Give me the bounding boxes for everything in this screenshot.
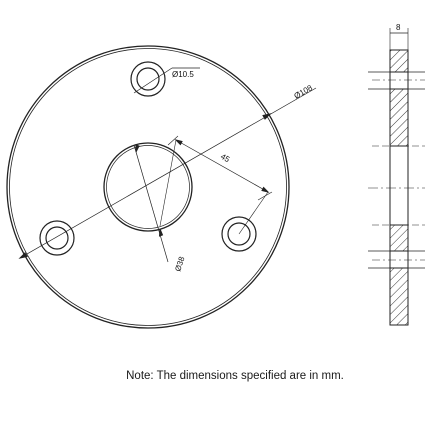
center-bore xyxy=(103,142,193,232)
side-section-top xyxy=(389,49,409,73)
pitch-leader-to-hole xyxy=(238,191,269,235)
bolt-hole-left xyxy=(39,220,75,256)
thickness-label: 8 xyxy=(396,23,401,32)
outer-diameter-line xyxy=(19,87,317,259)
outer-diameter-arrow-a xyxy=(18,252,28,259)
bolt-hole-top-inner xyxy=(136,67,160,91)
center-bore-line xyxy=(133,144,169,263)
pitch-leader-to-center xyxy=(159,139,177,227)
pitch-radius-label: 45 xyxy=(219,152,232,165)
bolt-hole-right-inner xyxy=(227,222,251,246)
bolt-hole-right xyxy=(221,216,257,252)
pitch-arrow-a xyxy=(174,139,183,146)
bolt-hole-dimension-label: Ø10.5 xyxy=(172,70,194,79)
outer-diameter-label: Ø108 xyxy=(293,83,315,101)
outer-diameter-arrow-b xyxy=(262,113,272,120)
outer-circle xyxy=(6,45,290,329)
bolt-hole-top xyxy=(130,61,166,97)
center-bore-edge xyxy=(106,145,190,229)
side-section-upper xyxy=(389,88,409,147)
pitch-arrow-b xyxy=(261,186,270,193)
bolt-hole-left-inner xyxy=(45,226,69,250)
outer-circle-inner-edge xyxy=(9,48,287,326)
pitch-ext-center xyxy=(167,135,179,146)
center-bore-arrow-b xyxy=(158,228,164,237)
side-section-bottom xyxy=(389,267,409,326)
center-bore-arrow-a xyxy=(135,144,140,153)
side-section-lower xyxy=(389,224,409,252)
units-note: Note: The dimensions specified are in mm… xyxy=(126,370,344,382)
front-view xyxy=(6,45,317,329)
bolt-hole-leader xyxy=(133,67,173,94)
center-bore-label: Ø38 xyxy=(173,255,186,273)
pitch-dim-line xyxy=(175,139,269,193)
side-view xyxy=(368,28,425,326)
